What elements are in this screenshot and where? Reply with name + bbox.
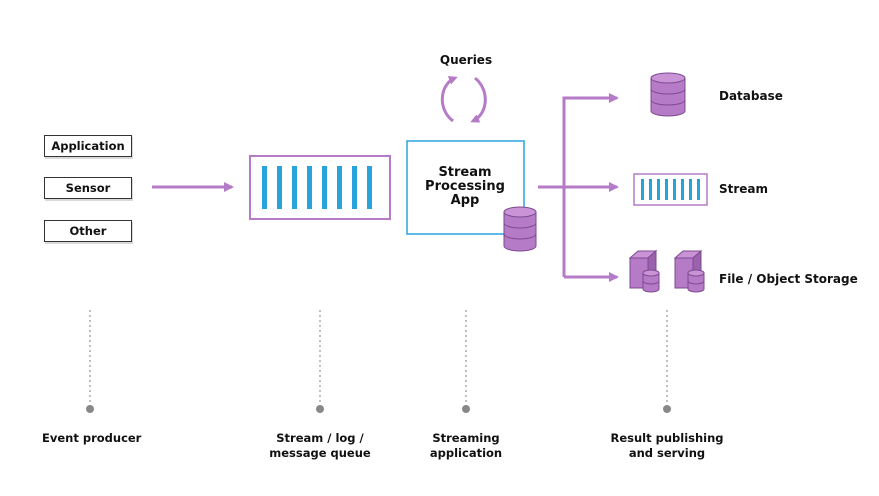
app-state-database-icon [503, 206, 537, 252]
application-source-box: Application [44, 135, 132, 157]
app-title-line3: App [450, 193, 480, 208]
file-storage-icon [628, 249, 705, 293]
stage-streaming-line2: application [429, 446, 503, 460]
other-label: Other [69, 224, 107, 238]
queries-cycle-icon [440, 76, 487, 123]
app-title-line1: Stream [438, 165, 492, 180]
application-label: Application [51, 139, 125, 153]
sensor-label: Sensor [65, 181, 111, 195]
stage-timelines [89, 310, 668, 402]
queue-bars [262, 166, 372, 209]
stage-dots [86, 405, 671, 413]
other-source-box: Other [44, 220, 132, 242]
stage-result-line2: and serving [628, 446, 706, 460]
app-title-line2: Processing [425, 179, 505, 194]
output-connectors [538, 93, 619, 282]
stage-queue-line2: message queue [269, 446, 371, 460]
database-icon [650, 72, 686, 117]
stream-output-label: Stream [719, 182, 769, 196]
database-label: Database [719, 89, 783, 103]
stream-output-icon [633, 173, 708, 206]
stage-event-producer: Event producer [42, 431, 142, 445]
queries-label: Queries [439, 53, 493, 67]
stage-result-line1: Result publishing [610, 431, 724, 445]
stage-streaming-line1: Streaming [432, 431, 500, 445]
message-queue-icon [249, 155, 391, 220]
stage-queue: Stream / log / message queue [260, 431, 380, 461]
stage-streaming-app: Streaming application [416, 431, 516, 461]
file-storage-label: File / Object Storage [719, 272, 858, 286]
sensor-source-box: Sensor [44, 177, 132, 199]
stage-result-publishing: Result publishing and serving [597, 431, 737, 461]
stage-queue-line1: Stream / log / [276, 431, 364, 445]
stream-processing-app-title: Stream Processing App [408, 166, 522, 208]
